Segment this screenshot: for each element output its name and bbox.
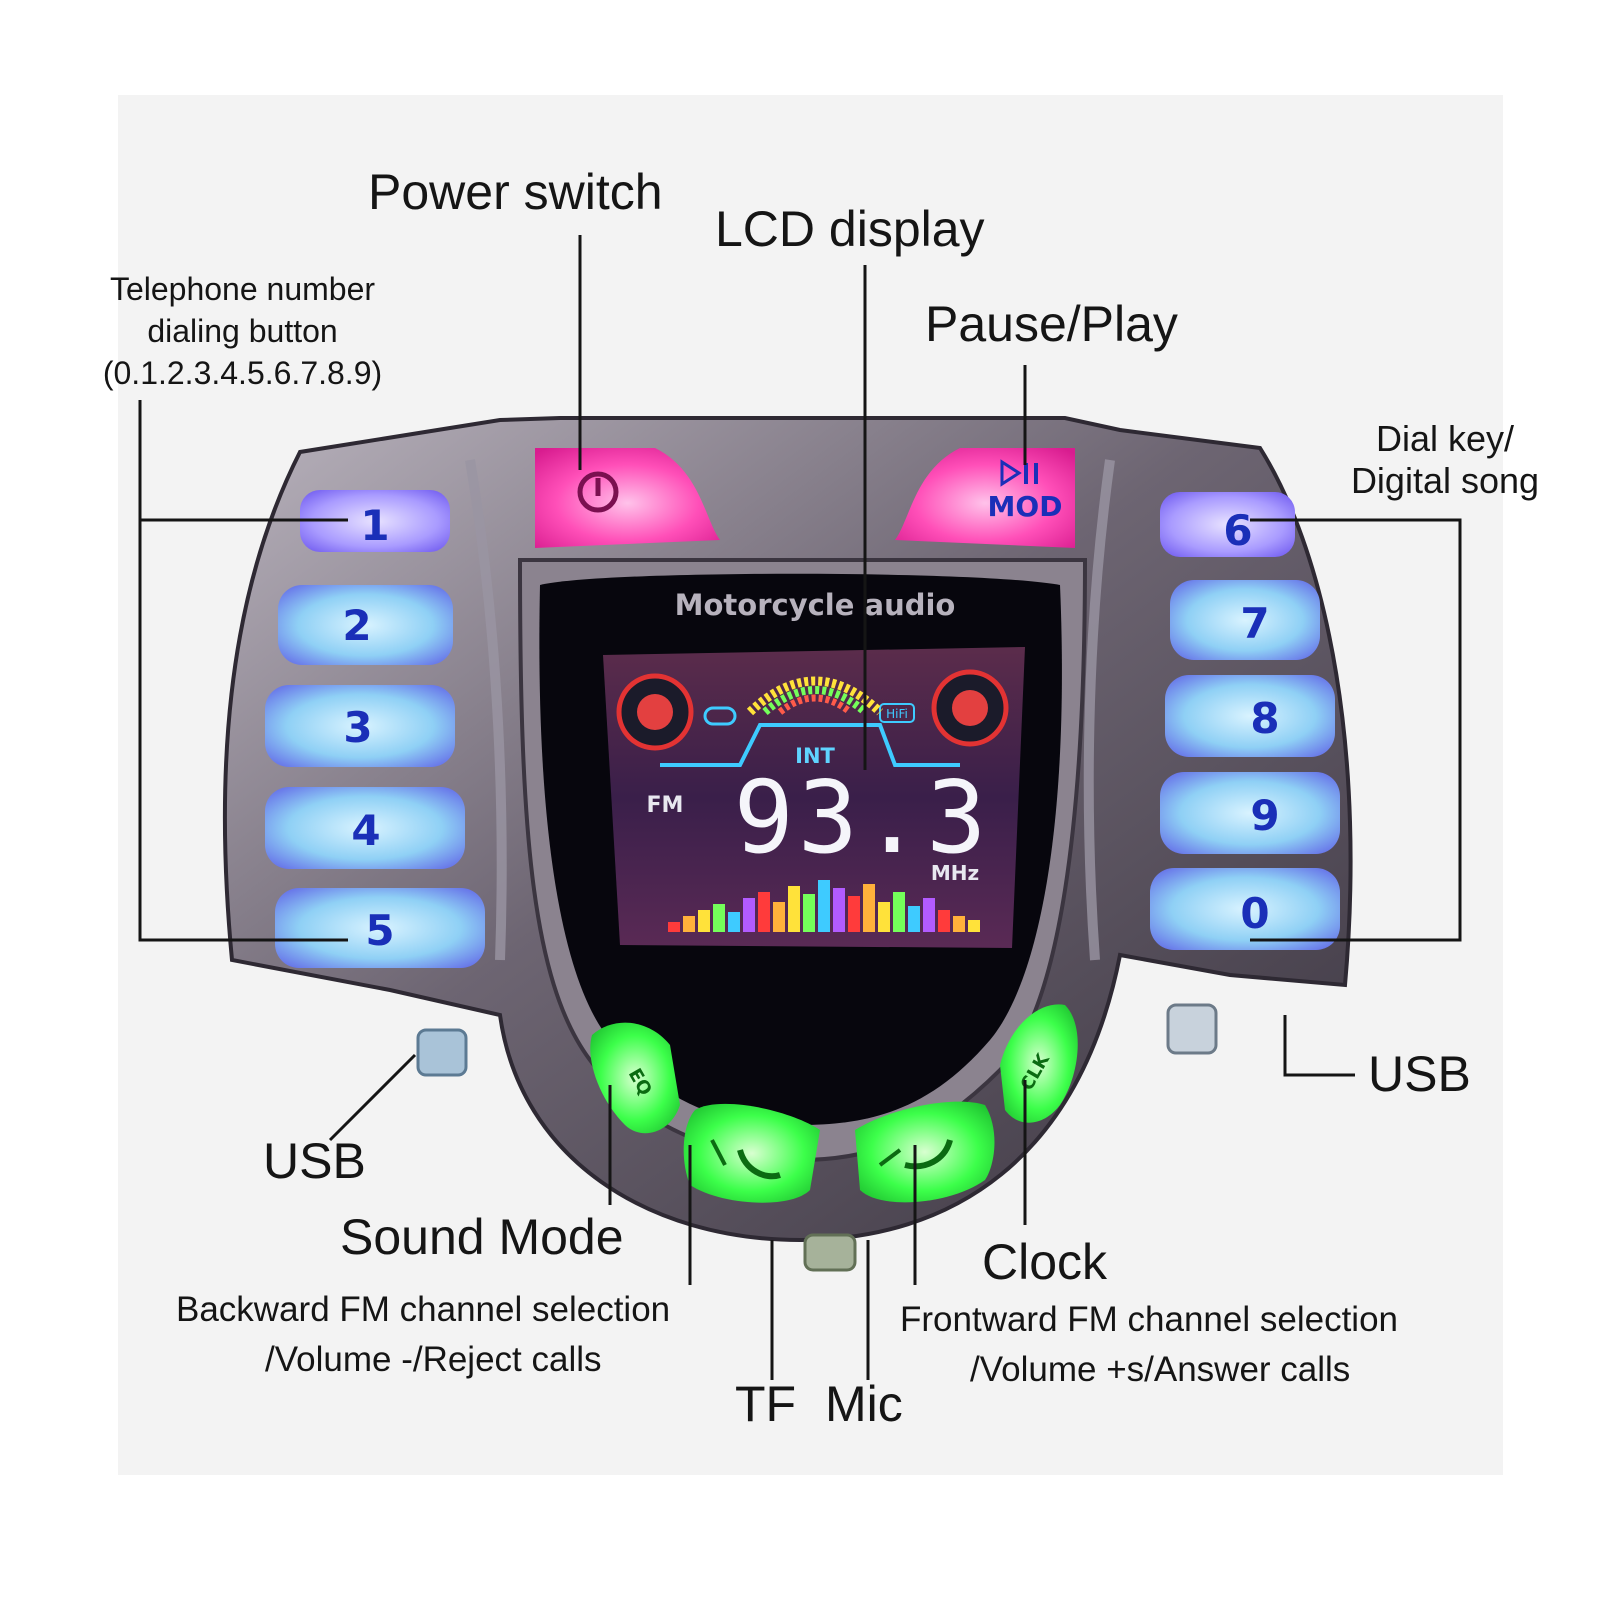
mod-button[interactable] xyxy=(895,448,1075,548)
mic-label: Mic xyxy=(825,1376,903,1432)
top-keys: MOD xyxy=(535,448,1075,548)
loop-icon xyxy=(703,706,737,726)
right-keypad: 6 7 8 9 0 xyxy=(1150,492,1340,950)
usb-left-label: USB xyxy=(263,1133,366,1189)
spectrum-bar xyxy=(953,916,965,932)
key-6[interactable] xyxy=(1160,492,1295,557)
frontward-fm-label-line1: Frontward FM channel selection xyxy=(900,1300,1398,1339)
right-speaker-icon xyxy=(931,669,1009,747)
key-9[interactable] xyxy=(1160,772,1340,854)
telephone-dial-line3: (0.1.2.3.4.5.6.7.8.9) xyxy=(102,355,383,391)
left-keypad: 1 2 3 4 5 xyxy=(265,490,485,968)
key-5[interactable] xyxy=(275,888,485,968)
spectrum-bar xyxy=(923,898,935,932)
spectrum-bar xyxy=(803,894,815,932)
spectrum-bar xyxy=(728,912,740,932)
phone-reject-icon xyxy=(710,1139,781,1180)
spectrum-bar xyxy=(968,920,980,932)
key-2[interactable] xyxy=(278,585,453,665)
telephone-dial-label: Telephone number dialing button (0.1.2.3… xyxy=(80,268,405,394)
key-0[interactable] xyxy=(1150,868,1340,950)
clk-button[interactable] xyxy=(1000,1004,1078,1123)
spectrum-bar xyxy=(878,902,890,932)
dial-key-line2: Digital song xyxy=(1350,460,1540,501)
key-1[interactable] xyxy=(300,490,450,552)
sound-mode-label: Sound Mode xyxy=(340,1209,624,1265)
spectrum-bar xyxy=(818,880,830,932)
dial-key-label: Dial key/ Digital song xyxy=(1330,418,1560,502)
leader-lines xyxy=(138,235,1462,1380)
pause-play-label: Pause/Play xyxy=(925,296,1178,352)
backward-fm-label-line2: /Volume -/Reject calls xyxy=(265,1340,602,1379)
lcd-band: FM xyxy=(647,793,684,818)
tf-label: TF xyxy=(735,1376,797,1432)
frontward-fm-label-line2: /Volume +s/Answer calls xyxy=(970,1350,1351,1389)
spectrum-bar xyxy=(698,910,710,932)
lcd-mode: INT xyxy=(795,744,835,768)
spectrum-bar xyxy=(863,884,875,932)
spectrum-bar xyxy=(938,910,950,932)
spectrum-bar xyxy=(758,892,770,932)
key-3[interactable] xyxy=(265,685,455,767)
spectrum-bar xyxy=(683,916,695,932)
telephone-dial-line1: Telephone number xyxy=(109,271,376,307)
key-4[interactable] xyxy=(265,787,465,869)
mod-key-label: MOD xyxy=(988,490,1063,523)
spectrum-bar xyxy=(773,902,785,932)
telephone-dial-line2: dialing button xyxy=(147,313,338,349)
dial-key-line1: Dial key/ xyxy=(1375,418,1515,459)
spectrum-bar xyxy=(908,906,920,932)
prev-volume-down-button[interactable] xyxy=(683,1103,820,1203)
spectrum-bar xyxy=(743,898,755,932)
key-7-label: 7 xyxy=(1240,599,1269,648)
next-volume-up-button[interactable] xyxy=(855,1101,995,1203)
key-6-label: 6 xyxy=(1223,506,1252,555)
usb-ports xyxy=(416,1003,1218,1272)
power-button[interactable] xyxy=(535,448,720,548)
play-pause-icon xyxy=(1000,459,1038,487)
usb-right-label: USB xyxy=(1368,1046,1471,1102)
power-switch-label: Power switch xyxy=(368,164,663,220)
key-8[interactable] xyxy=(1165,675,1335,757)
bottom-spectrum xyxy=(668,880,980,932)
spectrum-bar xyxy=(668,922,680,932)
power-icon xyxy=(577,471,619,513)
lcd-display: HiFi INT FM 93.3 MHz xyxy=(603,647,1025,948)
left-speaker-icon xyxy=(616,673,694,751)
eq-button[interactable] xyxy=(590,1022,680,1134)
clock-label: Clock xyxy=(982,1234,1108,1290)
key-8-label: 8 xyxy=(1250,694,1279,743)
key-9-label: 9 xyxy=(1250,791,1279,840)
key-0-label: 0 xyxy=(1240,889,1269,938)
spectrum-bar xyxy=(833,888,845,932)
lcd-unit: MHz xyxy=(931,861,979,885)
spectrum-bar xyxy=(848,896,860,932)
key-2-label: 2 xyxy=(342,601,371,650)
brand-text: Motorcycle audio xyxy=(675,588,956,622)
key-1-label: 1 xyxy=(360,501,389,550)
spectrum-bar xyxy=(788,886,800,932)
bottom-keys: EQ CLK xyxy=(590,1004,1078,1203)
backward-fm-label-line1: Backward FM channel selection xyxy=(176,1290,671,1329)
right-usb-port xyxy=(1166,1003,1218,1055)
lcd-frequency: 93.3 xyxy=(734,759,991,876)
phone-answer-icon xyxy=(878,1139,953,1170)
key-5-label: 5 xyxy=(365,906,394,955)
lcd-display-label: LCD display xyxy=(715,201,985,257)
key-3-label: 3 xyxy=(343,703,372,752)
tf-mic-port xyxy=(803,1233,857,1272)
key-4-label: 4 xyxy=(351,806,380,855)
hifi-label: HiFi xyxy=(886,707,908,721)
key-7[interactable] xyxy=(1170,580,1320,660)
spectrum-bar xyxy=(713,904,725,932)
spectrum-bar xyxy=(893,892,905,932)
left-usb-port xyxy=(416,1028,468,1077)
